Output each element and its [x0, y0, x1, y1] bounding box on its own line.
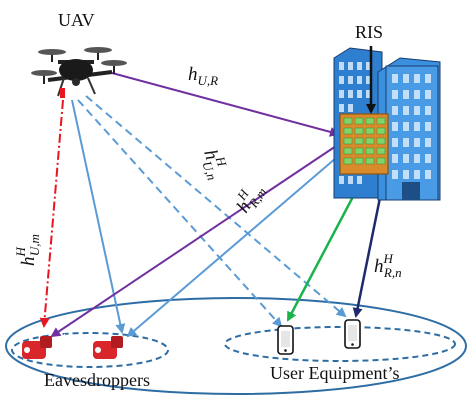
channel-label-h-un: hHU,n — [196, 146, 233, 183]
ground-coverage-ellipse — [5, 297, 467, 395]
link-uav-eavesdropper-1 — [39, 99, 64, 328]
link-ris-eavesdropper-2 — [126, 145, 351, 338]
drone-icon — [31, 47, 127, 98]
channel-h-rn-sub: R,n — [383, 265, 402, 280]
channel-label-h-ur: hU,R — [188, 64, 218, 88]
channel-h-un-sub: U,n — [199, 159, 219, 182]
ue-group-ellipse — [224, 326, 456, 362]
smartphone-icon — [277, 325, 294, 355]
link-uav-ue-2 — [85, 95, 347, 318]
channel-h-ur-base: h — [188, 64, 198, 85]
uav-label: UAV — [58, 10, 95, 30]
link-ris-eavesdropper-1 — [50, 139, 346, 338]
channel-h-rn-sup: H — [383, 251, 394, 266]
channel-h-rn-base: h — [374, 256, 384, 277]
eavesdroppers-label: Eavesdroppers — [44, 370, 150, 390]
user-equipment-label: User Equipment’s — [270, 363, 399, 383]
ris-label: RIS — [355, 22, 383, 42]
ris-panel-icon — [339, 113, 389, 175]
link-uav-eavesdropper-2 — [71, 99, 126, 334]
link-uav-ue-1 — [77, 99, 283, 328]
link-ris-ue-2 — [352, 177, 386, 318]
channel-h-um-sub: U,m — [27, 234, 42, 256]
eavesdropper-device-icon — [22, 333, 70, 365]
eavesdropper-group-ellipse — [11, 332, 169, 368]
eavesdropper-device-icon — [93, 336, 135, 362]
channel-label-h-um: hHU,m — [13, 234, 42, 266]
channel-h-um-sup: H — [13, 247, 28, 258]
smartphone-icon — [344, 319, 361, 349]
channel-h-ur-sub: U,R — [198, 73, 219, 88]
link-uav-ris — [111, 72, 340, 137]
channel-h-um-base: h — [18, 257, 39, 267]
channel-label-h-rm: hHR,m — [229, 177, 270, 218]
